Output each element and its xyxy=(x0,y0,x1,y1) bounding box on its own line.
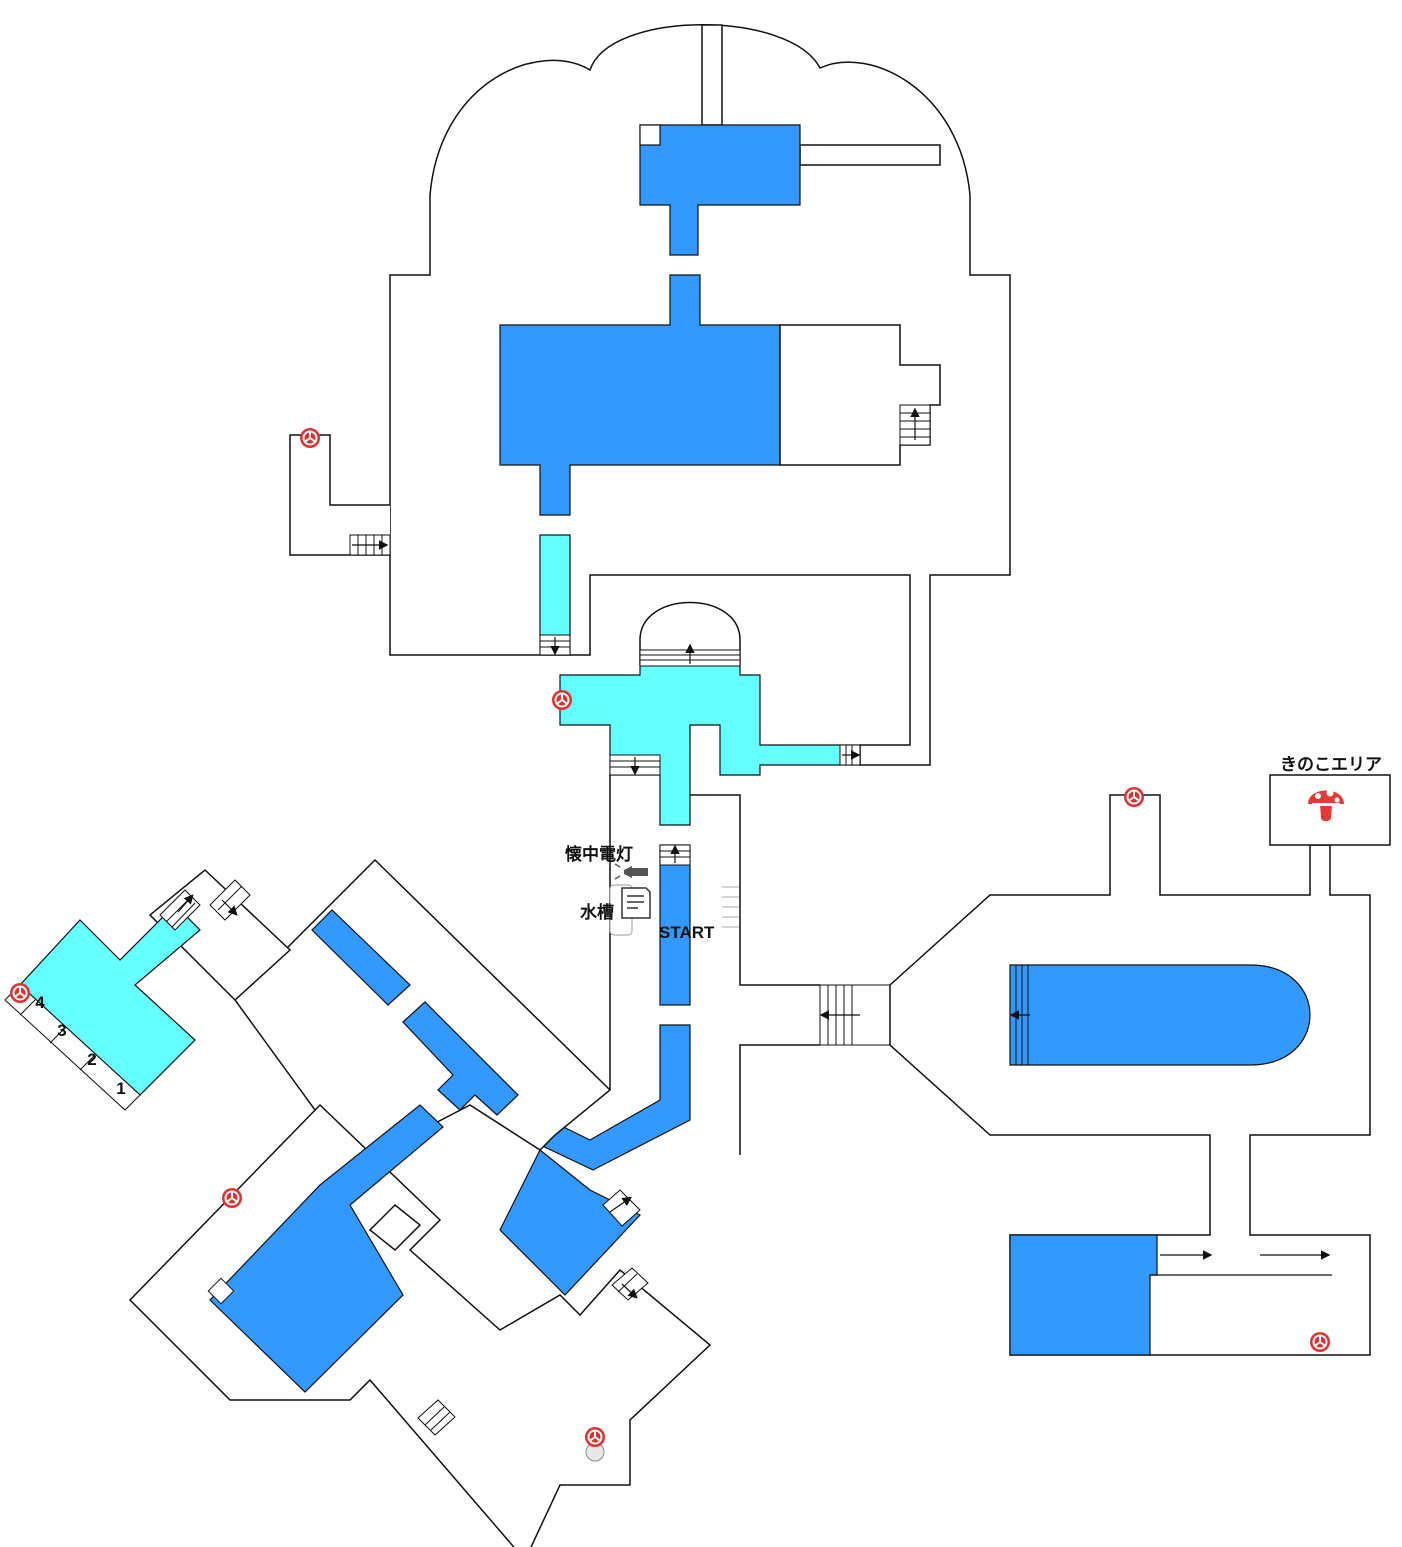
water-tank-label: 水槽 xyxy=(580,902,614,922)
locker-1[interactable]: 1 xyxy=(116,1079,125,1098)
faded-stairs xyxy=(722,886,740,928)
lockers xyxy=(4,984,141,1111)
flashlight-label: 懐中電灯 xyxy=(565,844,633,864)
east-pool-stairs xyxy=(1009,965,1030,1065)
valve-wheel-icon-south[interactable] xyxy=(584,1426,606,1448)
valve-wheel-icon-central[interactable] xyxy=(551,689,573,711)
valve-wheel-icon-locker[interactable] xyxy=(9,982,31,1004)
diagonal-water-room xyxy=(499,1149,641,1296)
mushroom-icon[interactable] xyxy=(1308,789,1344,822)
valve-wheel-icon-southwest[interactable] xyxy=(221,1187,243,1209)
big-water-pool xyxy=(499,274,781,516)
valve-wheel-icon-east-north[interactable] xyxy=(1123,786,1145,808)
locker-2[interactable]: 2 xyxy=(87,1050,96,1069)
west-shallow-room xyxy=(19,904,201,1096)
mushroom-area-label: きのこエリア xyxy=(1280,755,1382,774)
east-pool xyxy=(1009,964,1311,1066)
top-water-room xyxy=(639,124,801,256)
stairs-south-2 xyxy=(417,1399,456,1436)
start-corridor xyxy=(609,775,820,1155)
southwest-water-notch xyxy=(207,1277,235,1305)
stairs-dome xyxy=(639,643,741,667)
valve-wheel-icon-west-wing[interactable] xyxy=(299,427,321,449)
southwest-hall xyxy=(128,1103,712,1547)
valve-wheel-icon-southeast[interactable] xyxy=(1309,1331,1331,1353)
locker-4[interactable]: 4 xyxy=(35,993,45,1012)
start-label: START xyxy=(659,923,715,942)
stairs-room-east xyxy=(839,744,861,766)
southwest-water-room xyxy=(209,1104,444,1393)
dome-alcove xyxy=(639,601,741,665)
stairs-nw-1 xyxy=(159,889,201,931)
southeast-water xyxy=(1009,1234,1158,1356)
stairs-start xyxy=(659,844,691,866)
memo-icon[interactable] xyxy=(621,887,651,919)
north-corridor-vertical xyxy=(701,24,723,126)
stairs-east-room xyxy=(899,404,931,446)
top-water-notch xyxy=(639,124,661,146)
southwest-inner-wall xyxy=(368,1203,422,1252)
stairs-channel xyxy=(539,634,571,656)
stairs-south-1 xyxy=(611,1267,649,1301)
central-shallow-room xyxy=(559,664,861,826)
north-corridor-east xyxy=(799,144,941,166)
stairs-room-west xyxy=(609,754,661,776)
diagonal-water-2 xyxy=(402,1001,519,1116)
stairs-west-wing xyxy=(349,534,391,556)
diagonal-water-1 xyxy=(311,909,411,1006)
stairs-diag-room xyxy=(602,1189,641,1227)
stairs-nw-2 xyxy=(209,879,251,921)
locker-3[interactable]: 3 xyxy=(57,1021,66,1040)
east-stairs-lines xyxy=(819,985,860,1045)
flashlight-icon[interactable] xyxy=(614,863,648,880)
